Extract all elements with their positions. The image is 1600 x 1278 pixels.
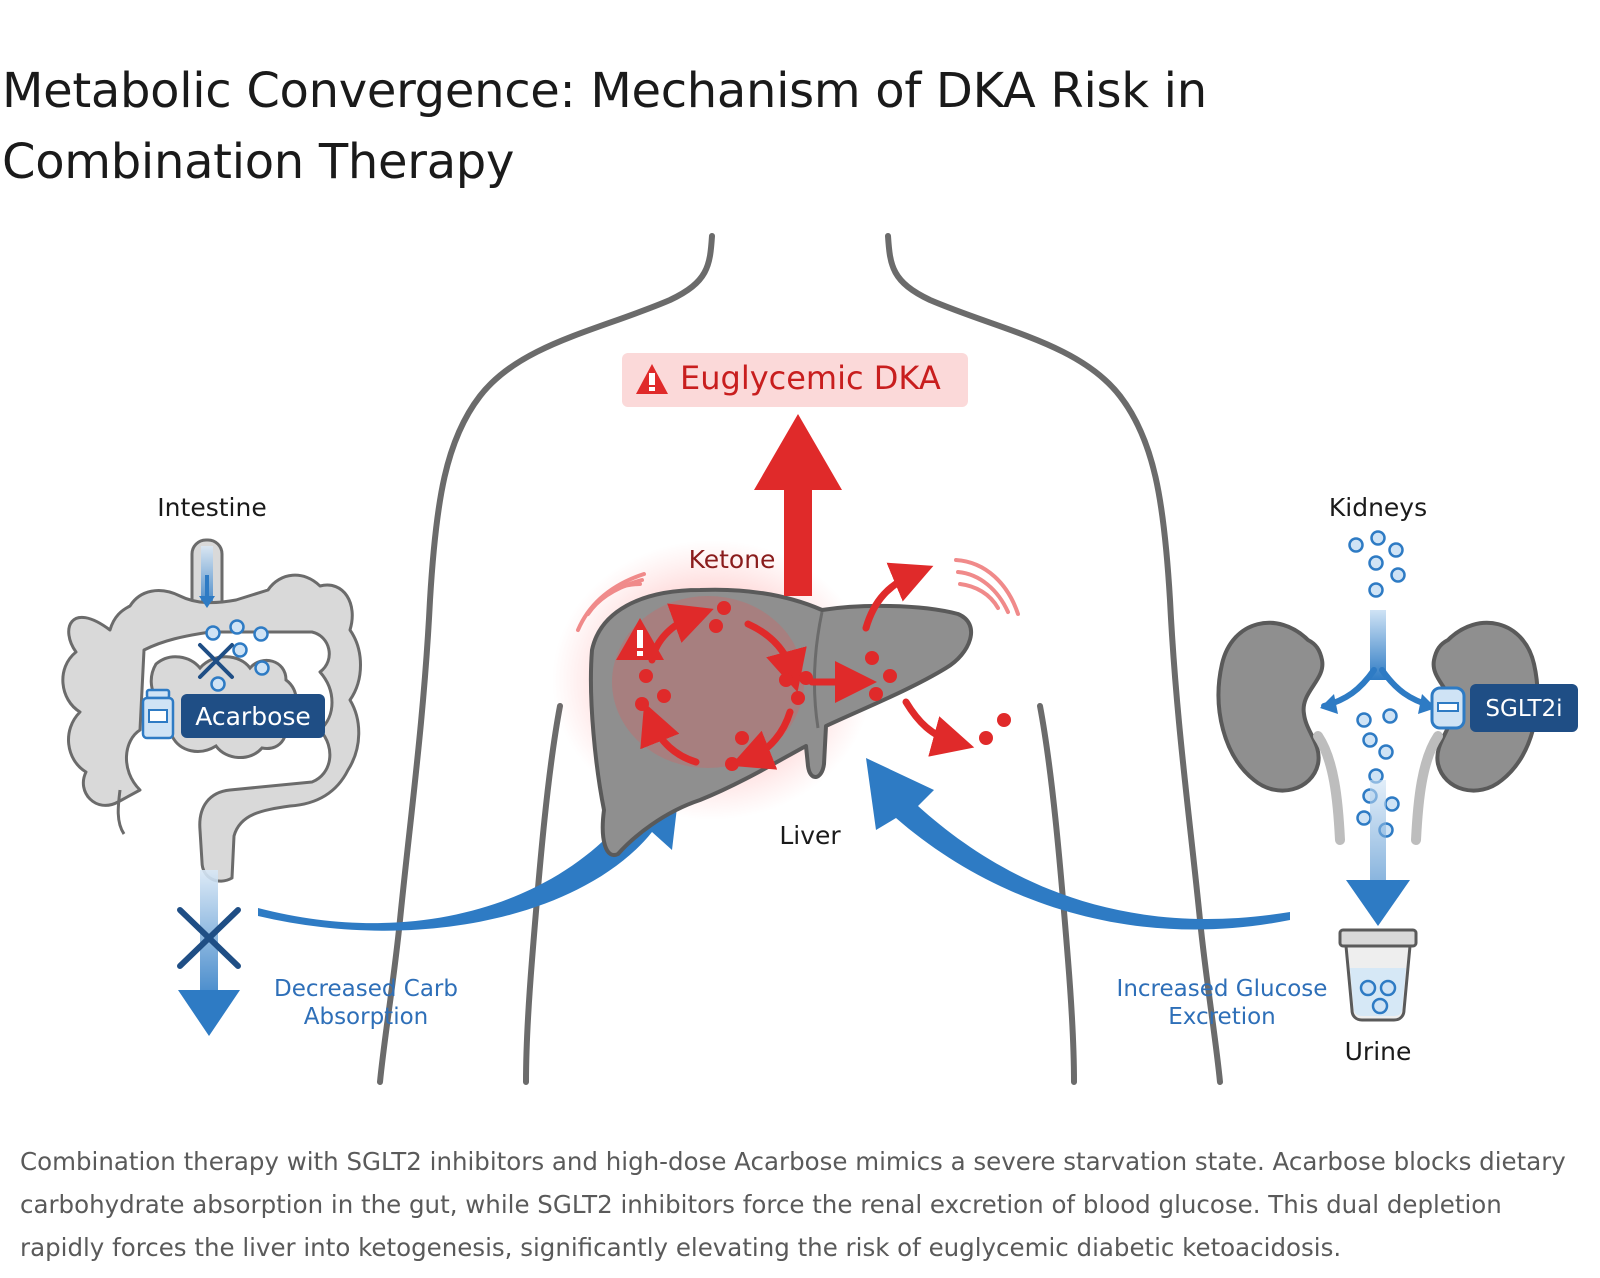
kidneys-illustration — [1216, 530, 1578, 1022]
euglycemic-dka-label: Euglycemic DKA — [680, 359, 941, 397]
euglycemic-dka-alert — [622, 353, 968, 407]
figure-caption: Combination therapy with SGLT2 inhibitor… — [20, 1147, 1566, 1262]
sglt2-transporter-icon — [1430, 686, 1466, 730]
acarbose-badge — [181, 694, 325, 738]
blocked-x-icon — [177, 907, 241, 969]
carb-block-arrow — [177, 870, 241, 1036]
warning-triangle-icon — [616, 618, 664, 660]
acarbose-label: Acarbose — [195, 702, 311, 731]
carb-absorption-label-line2: Absorption — [304, 1004, 429, 1030]
glucose-excretion-label-line1: Increased Glucose — [1117, 976, 1328, 1002]
liver-illustration — [552, 540, 1020, 858]
ketone-molecules — [635, 601, 1011, 771]
liver-label: Liver — [779, 821, 841, 850]
urine-cup-icon — [1338, 928, 1418, 1022]
intestine-label: Intestine — [157, 493, 266, 522]
dka-risk-arrow — [754, 414, 842, 596]
carb-absorption-label-line1: Decreased Carb — [274, 976, 458, 1002]
urine-label: Urine — [1345, 1037, 1412, 1066]
mechanism-diagram: Euglycemic DKA Ketone Liver Intestine Ac… — [0, 226, 1600, 1106]
page-title: Metabolic Convergence: Mechanism of DKA … — [2, 63, 1207, 190]
kidneys-label: Kidneys — [1329, 493, 1427, 522]
ketone-cycle-arrows — [640, 562, 975, 770]
glucose-excretion-label-line2: Excretion — [1168, 1004, 1276, 1030]
pill-bottle-icon — [141, 688, 175, 740]
sglt2i-label: SGLT2i — [1485, 696, 1562, 722]
ketone-label: Ketone — [689, 545, 776, 574]
glucose-flow-arrow — [866, 758, 1290, 930]
heat-waves — [576, 558, 1020, 632]
sglt2i-badge — [1470, 684, 1578, 732]
diagram-svg: Euglycemic DKA Ketone Liver Intestine Ac… — [61, 233, 1578, 1085]
intestine-illustration — [61, 538, 362, 883]
